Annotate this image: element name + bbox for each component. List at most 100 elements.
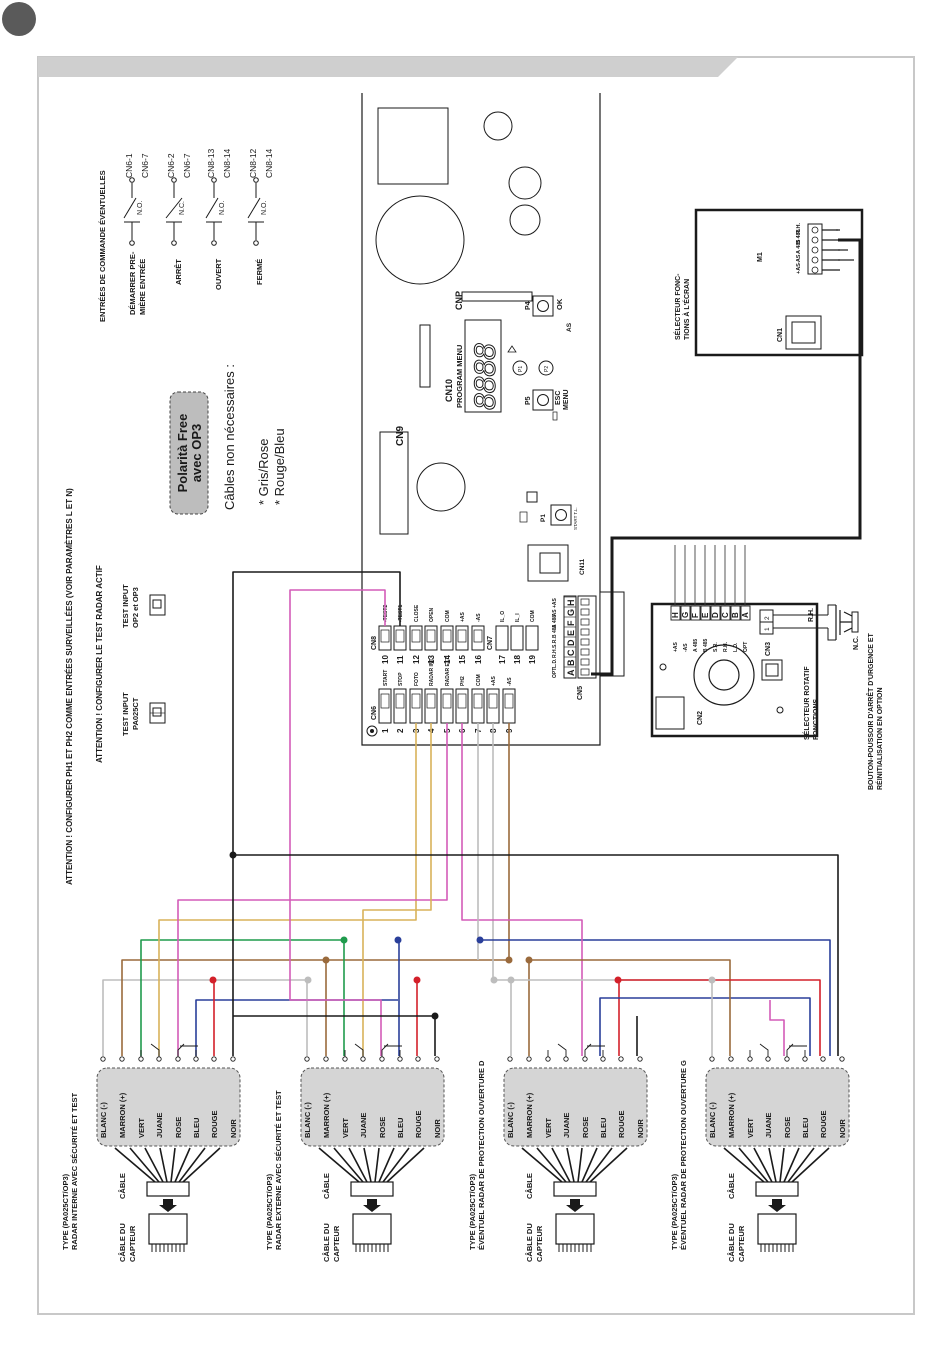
sensor-title: ÉVENTUEL RADAR DE PROTECTION OUVERTURE D — [477, 1060, 486, 1250]
p4-label: P4 — [525, 301, 532, 310]
rotary-pin-letter: D — [711, 612, 720, 618]
display-selector-title: TIONS À L'ÉCRAN — [682, 279, 691, 340]
cn11-label: CN11 — [579, 558, 586, 575]
cn8-pin-box — [409, 625, 423, 651]
wire-label: VERT — [137, 1118, 146, 1138]
polarita-badge: Polarità Free avec OP3 — [169, 391, 209, 515]
input-label: OUVERT — [214, 258, 223, 290]
cables-note-title: Câbles non nécessaires : — [222, 364, 237, 510]
cn1-label: CN1 — [777, 328, 784, 342]
wire-label: VERT — [544, 1118, 553, 1138]
wire-label: BLANC (-) — [708, 1102, 717, 1138]
control-board: CNP CN10 PROGRAM MENU 8888 P4 OK P1 P2 A… — [361, 93, 601, 746]
cn6-pin-label: COM — [476, 674, 482, 686]
rotary-pin-letter: B — [731, 612, 740, 618]
sensor-connector — [755, 1181, 799, 1197]
wire-label: BLEU — [396, 1118, 405, 1138]
rotary-knob — [693, 644, 755, 706]
rotary-pin-label: S.R. — [713, 642, 719, 652]
button-p4 — [532, 295, 554, 317]
wire-label: NOIR — [229, 1119, 238, 1138]
transformer — [377, 107, 449, 185]
optional-input-open: OUVERT N.O. CN8-13 CN8-14 — [205, 148, 232, 290]
capacitor — [508, 166, 542, 200]
sensor-1: TYPE (PA025CT/OP3)RADAR INTERNE AVEC SÉC… — [61, 1043, 241, 1262]
cn3-label: CN3 — [765, 642, 772, 656]
cn8-pin-number: 11 — [396, 655, 405, 664]
test-input-model: OP2 et OP3 — [131, 587, 140, 628]
wire-label: MARRON (+) — [322, 1092, 331, 1138]
input-label: FERMÉ — [255, 259, 264, 285]
contact-type: N.O. — [261, 201, 268, 215]
sensor-title: TYPE (PA025CT/OP3) — [670, 1173, 679, 1250]
emergency-button: BOUTON-POUSSOIR D'ARRÊT D'URGENCE ET RÉI… — [773, 604, 884, 790]
mount-hole — [366, 725, 378, 737]
cn3-pin: 2 — [764, 616, 771, 620]
rotary-pin-letter: H — [671, 612, 680, 618]
sensors: TYPE (PA025CT/OP3)RADAR INTERNE AVEC SÉC… — [61, 1043, 850, 1262]
cn7-pin-box — [510, 625, 524, 651]
emergency-title: RÉINITIALISATION EN OPTION — [875, 687, 884, 790]
rotary-pin-letter: A — [741, 612, 750, 618]
sensor-title: RADAR EXTERNE AVEC SÉCURITÉ ET TEST — [274, 1090, 283, 1250]
cn6-pin-label: RADAR INT — [429, 659, 435, 687]
cn5-pin-label: S.R. — [552, 638, 558, 648]
cn8-pin-number: 12 — [412, 655, 421, 664]
optional-inputs-title: ENTRÉES DE COMMANDE ÉVENTUELLES — [98, 170, 107, 322]
cable-label: CÂBLE — [727, 1173, 736, 1199]
sensor-connector — [553, 1181, 597, 1197]
wire-blanc — [492, 723, 512, 1056]
sensor-2: TYPE (PA025CT/OP3)RADAR EXTERNE AVEC SÉC… — [265, 1043, 445, 1262]
wire-label: ROSE — [783, 1117, 792, 1138]
wire-noir — [233, 1015, 436, 1056]
start-tl-label: START T.L. — [573, 507, 578, 530]
test-input-label: TEST INPUT — [121, 692, 130, 736]
cn5-pin-letter: E — [566, 630, 576, 636]
cable-label: CÂBLE — [525, 1173, 534, 1199]
wire-label: BLANC (-) — [303, 1102, 312, 1138]
cn3-button — [761, 659, 783, 681]
cn5-pin-label: -AS — [552, 609, 558, 618]
cables-note-item: * Gris/Rose — [256, 439, 271, 505]
m1-label: M1 — [757, 252, 764, 262]
sensor-wire-box — [300, 1067, 445, 1147]
wire-label: NOIR — [838, 1119, 847, 1138]
pin: CN8-13 — [206, 148, 216, 178]
cn7-pin-number: 17 — [498, 655, 507, 664]
optional-input-stop: ARRÊT N.C. CN6-2 CN6-7 — [165, 153, 192, 285]
cn5-pin-letter: G — [566, 609, 576, 616]
cn9-label: CN9 — [395, 426, 406, 446]
contact-type: N.O. — [137, 201, 144, 215]
wire-blanc — [511, 979, 713, 1056]
rotary-pin-label: OPT — [743, 642, 749, 652]
cn7-pin-box — [525, 625, 539, 651]
cable-label: CÂBLE DU — [322, 1223, 331, 1262]
program-menu-label: PROGRAM MENU — [455, 345, 464, 408]
page-marker-dot — [2, 2, 36, 36]
pin: CN6-7 — [140, 153, 150, 178]
cn6-pin-box — [393, 688, 407, 724]
cn6-pin-number: 2 — [396, 728, 405, 733]
cable-label: CÂBLE — [118, 1173, 127, 1199]
sensor-plug — [352, 1213, 392, 1245]
sensor-plug — [148, 1213, 188, 1245]
cable-label: CÂBLE DU — [118, 1223, 127, 1262]
display-selector: SÉLECTEUR FONC- TIONS À L'ÉCRAN CN1 M1 R… — [673, 208, 864, 357]
cn5-pin-label: OPT — [552, 668, 558, 678]
cn7-pin-label: IL_O — [500, 611, 506, 622]
sensor-wire-box — [96, 1067, 241, 1147]
contact-type: N.C. — [179, 201, 186, 215]
cn7-label: CN7 — [487, 636, 494, 650]
cn5-pin-label: L.D. — [552, 658, 558, 668]
buzzer — [416, 462, 466, 512]
cn6-pin-label: START — [383, 670, 389, 686]
rotary-pin-label: +AS — [673, 641, 679, 652]
wire-label: VERT — [341, 1118, 350, 1138]
wire-label: ROUGE — [617, 1110, 626, 1138]
wire-rouge — [618, 979, 821, 1056]
cn5-pin-label: +AS — [552, 597, 558, 608]
wire-label: BLEU — [599, 1118, 608, 1138]
cn8-pin-label: OPEN — [429, 607, 435, 622]
cn8-pin-label: +AS — [460, 611, 466, 622]
cable-label: CÂBLE — [322, 1173, 331, 1199]
